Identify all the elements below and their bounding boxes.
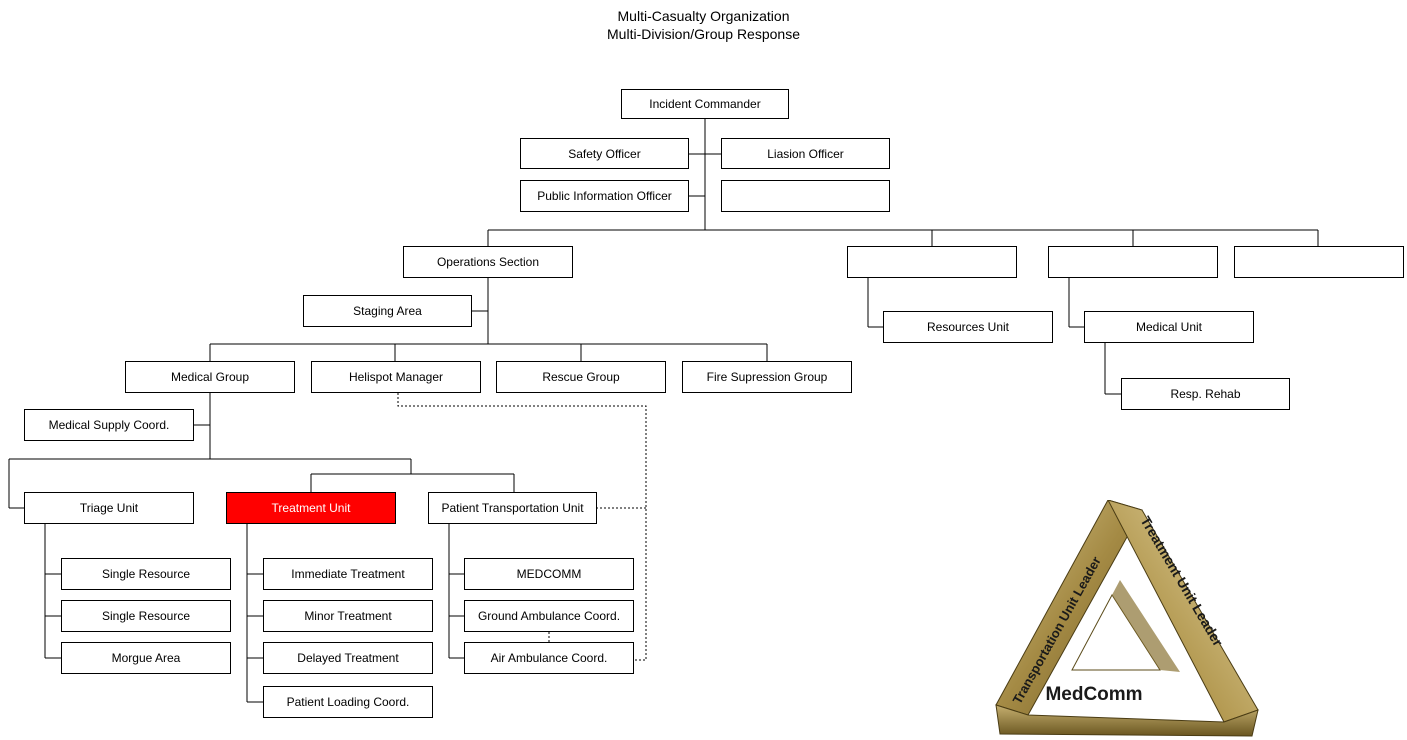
medcomm-box: MEDCOMM xyxy=(464,558,634,590)
medcomm-triangle-logo: Transportation Unit Leader Treatment Uni… xyxy=(995,500,1259,737)
medical-unit-box: Medical Unit xyxy=(1084,311,1254,343)
rescue-group-box: Rescue Group xyxy=(496,361,666,393)
ground-ambulance-coord-box: Ground Ambulance Coord. xyxy=(464,600,634,632)
blank-section-box-3 xyxy=(1234,246,1404,278)
chart-title-line2: Multi-Division/Group Response xyxy=(607,26,800,42)
delayed-treatment-box: Delayed Treatment xyxy=(263,642,433,674)
medical-group-box: Medical Group xyxy=(125,361,295,393)
helispot-manager-box: Helispot Manager xyxy=(311,361,481,393)
immediate-treatment-box: Immediate Treatment xyxy=(263,558,433,590)
single-resource-box-2: Single Resource xyxy=(61,600,231,632)
blank-section-box-2 xyxy=(1048,246,1218,278)
minor-treatment-box: Minor Treatment xyxy=(263,600,433,632)
medical-supply-coord-box: Medical Supply Coord. xyxy=(24,409,194,441)
logo-bottom-text: MedComm xyxy=(1045,684,1142,705)
public-information-officer-box: Public Information Officer xyxy=(520,180,689,212)
morgue-area-box: Morgue Area xyxy=(61,642,231,674)
resp-rehab-box: Resp. Rehab xyxy=(1121,378,1290,410)
liaison-officer-box: Liasion Officer xyxy=(721,138,890,169)
safety-officer-box: Safety Officer xyxy=(520,138,689,169)
fire-suppression-group-box: Fire Supression Group xyxy=(682,361,852,393)
single-resource-box-1: Single Resource xyxy=(61,558,231,590)
incident-commander-box: Incident Commander xyxy=(621,89,789,119)
patient-transportation-unit-box: Patient Transportation Unit xyxy=(428,492,597,524)
resources-unit-box: Resources Unit xyxy=(883,311,1053,343)
patient-loading-coord-box: Patient Loading Coord. xyxy=(263,686,433,718)
staging-area-box: Staging Area xyxy=(303,295,472,327)
operations-section-box: Operations Section xyxy=(403,246,573,278)
chart-title-line1: Multi-Casualty Organization xyxy=(617,8,790,24)
logo-inner-shade xyxy=(1112,580,1180,672)
air-ambulance-coord-box: Air Ambulance Coord. xyxy=(464,642,634,674)
treatment-unit-box: Treatment Unit xyxy=(226,492,396,524)
dotted-connector-helispot-air xyxy=(397,393,647,661)
blank-section-box-1 xyxy=(847,246,1017,278)
triage-unit-box: Triage Unit xyxy=(24,492,194,524)
logo-bottom-bar xyxy=(995,704,1259,737)
blank-staff-box xyxy=(721,180,890,212)
